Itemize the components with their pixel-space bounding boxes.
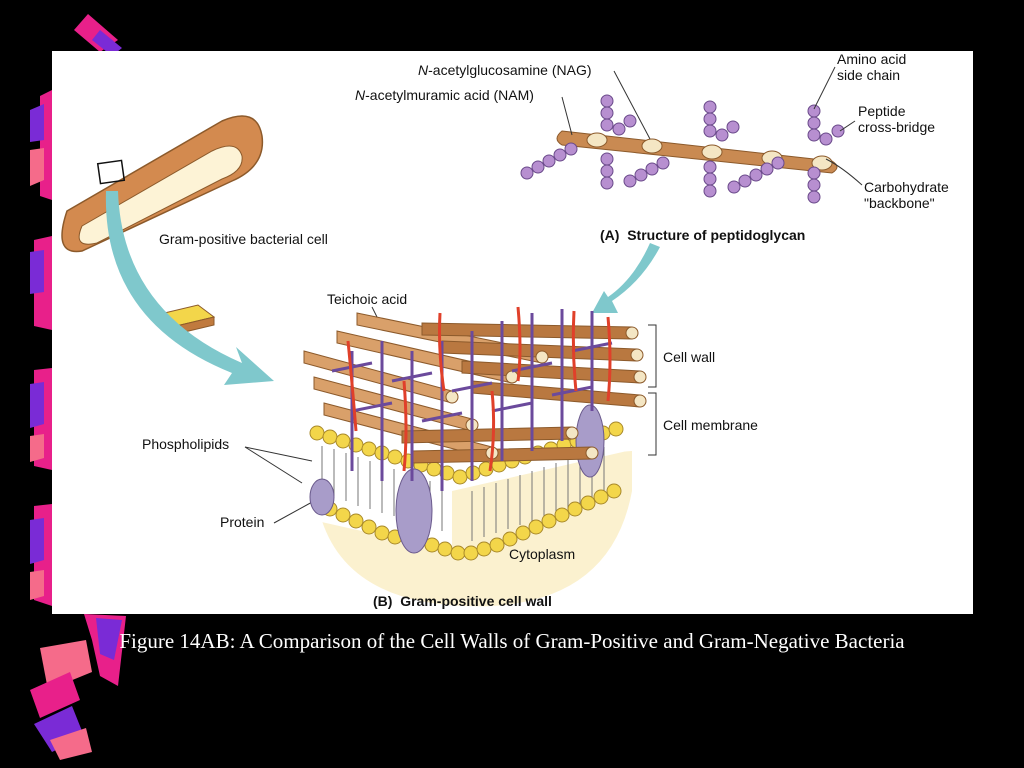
diagram-panel: N-acetylglucosamine (NAG) N-acetylmurami…	[52, 51, 973, 614]
label-cell-wall: Cell wall	[663, 349, 716, 365]
label-carbohydrate-1: Carbohydrate	[864, 179, 949, 195]
label-part-b: (B) Gram-positive cell wall	[373, 593, 552, 609]
label-peptide-2: cross-bridge	[858, 119, 936, 135]
label-part-b-letter: (B)	[373, 593, 393, 609]
label-peptide-1: Peptide	[858, 103, 906, 119]
figure-caption: Figure 14AB: A Comparison of the Cell Wa…	[119, 629, 905, 653]
label-part-a-letter: (A)	[600, 227, 620, 243]
label-protein: Protein	[220, 514, 265, 530]
label-nam-rest: -acetylmuramic acid (NAM)	[365, 87, 534, 103]
label-nag-prefix: N	[418, 62, 429, 78]
label-carbohydrate-2: "backbone"	[864, 195, 935, 211]
arrow-to-cell-wall	[105, 191, 275, 385]
membrane-protein-right	[575, 404, 605, 478]
label-nag: N-acetylglucosamine (NAG)	[418, 62, 592, 78]
label-teichoic-acid: Teichoic acid	[327, 291, 408, 307]
label-nag-rest: -acetylglucosamine (NAG)	[428, 62, 592, 78]
diagram-graphics	[61, 66, 863, 607]
label-part-a-title: Structure of peptidoglycan	[627, 227, 806, 243]
label-amino-acid-1: Amino acid	[837, 51, 907, 67]
cell-wall-block	[303, 306, 647, 561]
leader-lines	[244, 66, 863, 524]
membrane-protein-large	[395, 468, 433, 554]
membrane-protein-small	[309, 478, 335, 516]
label-nam: N-acetylmuramic acid (NAM)	[355, 87, 534, 103]
label-part-a: (A) Structure of peptidoglycan	[600, 227, 805, 243]
peptidoglycan-structure	[520, 94, 845, 204]
ribbon-segments	[30, 14, 126, 760]
label-amino-acid-2: side chain	[837, 67, 901, 83]
arrow-from-peptidoglycan	[592, 243, 660, 313]
label-gram-positive-cell: Gram-positive bacterial cell	[159, 231, 328, 247]
label-cytoplasm: Cytoplasm	[509, 546, 576, 562]
label-nam-prefix: N	[355, 87, 366, 103]
label-cell-membrane: Cell membrane	[663, 417, 758, 433]
label-phospholipids: Phospholipids	[142, 436, 230, 452]
label-part-b-title: Gram-positive cell wall	[400, 593, 552, 609]
